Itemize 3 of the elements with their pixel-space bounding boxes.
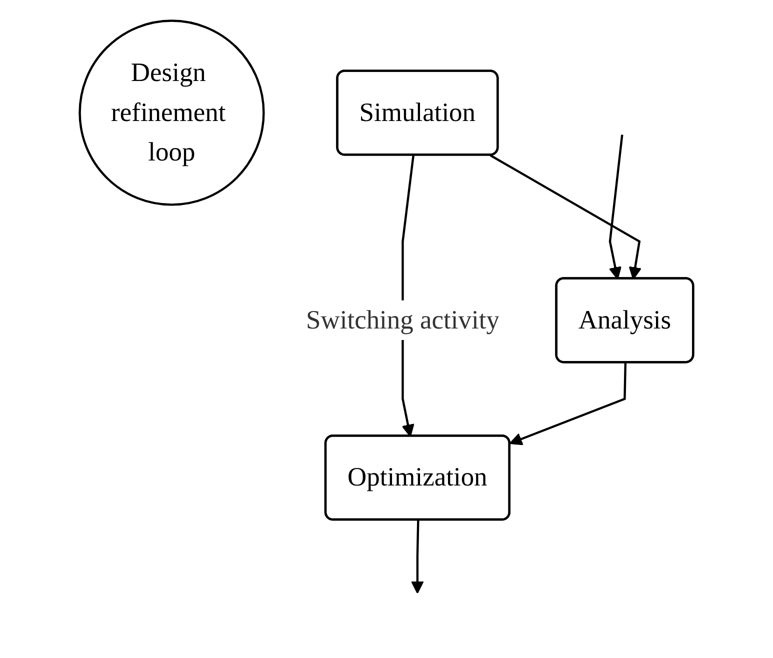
arrow <box>411 520 424 594</box>
node-circle: Design refinement loop <box>78 20 265 206</box>
arrow <box>510 362 627 446</box>
